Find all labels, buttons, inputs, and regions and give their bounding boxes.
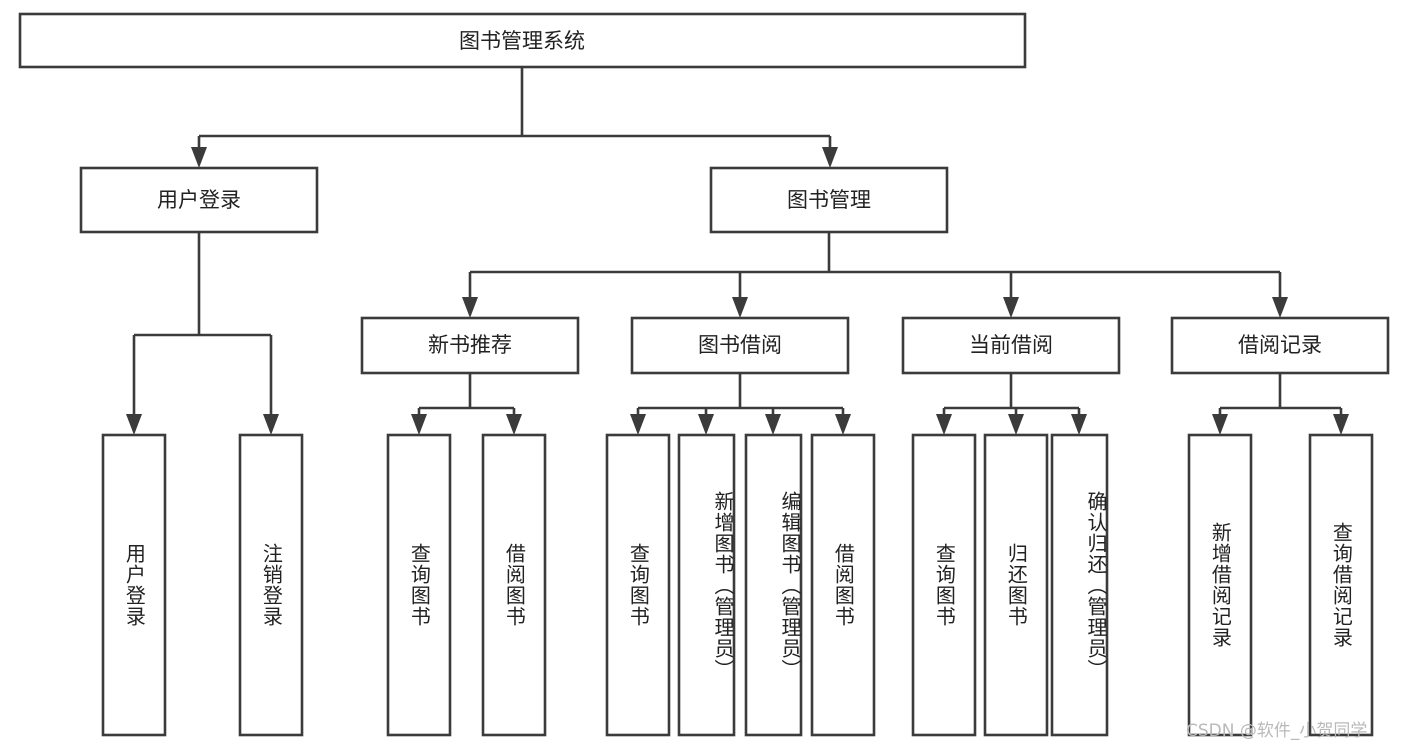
- node-borrow-record-box[interactable]: [1170, 316, 1390, 375]
- connector-root-to-level2: [191, 67, 838, 168]
- leaf-box-cb-return-book[interactable]: [983, 433, 1049, 737]
- connector-new-book-to-leaves: [411, 373, 522, 435]
- node-new-book-recommend-box[interactable]: [360, 316, 580, 375]
- leaf-box-cb-query-book[interactable]: [911, 433, 977, 737]
- node-book-management-label: 图书管理: [787, 188, 871, 212]
- node-root-label: 图书管理系统: [459, 29, 585, 53]
- connector-book-borrow-to-leaves: [630, 373, 851, 435]
- arrow-head-bb-edit: [765, 414, 781, 435]
- node-book-management-box[interactable]: [709, 166, 949, 234]
- node-new-book-recommend-label: 新书推荐: [428, 333, 512, 357]
- arrow-head-cb-query: [936, 414, 952, 435]
- arrow-head-current-borrow: [1003, 297, 1019, 318]
- leaf-box-user-login[interactable]: [101, 433, 167, 737]
- arrow-head-borrow-record: [1272, 297, 1288, 318]
- leaf-boxes: [101, 433, 1374, 737]
- arrow-head-leaf-logout: [263, 414, 279, 435]
- leaf-box-logout[interactable]: [238, 433, 304, 737]
- arrow-head-new-book: [462, 297, 478, 318]
- arrow-head-bookmgmt: [822, 147, 838, 168]
- leaf-box-br-query-record[interactable]: [1308, 433, 1374, 737]
- node-current-borrow-box[interactable]: [901, 316, 1121, 375]
- node-borrow-record[interactable]: 借阅记录: [1170, 316, 1390, 375]
- node-book-management[interactable]: 图书管理: [709, 166, 949, 234]
- node-user-login-label: 用户登录: [157, 188, 241, 212]
- leaf-box-bb-edit-book[interactable]: [744, 433, 803, 737]
- leaf-box-bb-add-book[interactable]: [677, 433, 736, 737]
- leaf-box-bb-borrow-book[interactable]: [810, 433, 876, 737]
- node-current-borrow[interactable]: 当前借阅: [901, 316, 1121, 375]
- csdn-watermark: CSDN @软件_小贺同学: [1186, 721, 1368, 741]
- node-borrow-record-label: 借阅记录: [1238, 333, 1322, 357]
- arrow-head-bb-query: [630, 414, 646, 435]
- leaf-box-nb-query-book[interactable]: [386, 433, 452, 737]
- leaf-box-br-add-record[interactable]: [1187, 433, 1253, 737]
- arrow-head-bb-borrow: [835, 414, 851, 435]
- arrow-head-cb-return: [1008, 414, 1024, 435]
- connector-current-borrow-to-leaves: [936, 373, 1087, 435]
- node-user-login[interactable]: 用户登录: [79, 166, 319, 234]
- node-book-borrow[interactable]: 图书借阅: [630, 316, 850, 375]
- connector-borrow-record-to-leaves: [1212, 373, 1349, 435]
- leaf-box-bb-query-book[interactable]: [605, 433, 671, 737]
- arrow-head-br-query: [1333, 414, 1349, 435]
- connector-bookmgmt-to-level3: [462, 232, 1288, 318]
- arrow-head-nb-query: [411, 414, 427, 435]
- arrow-head-book-borrow: [732, 297, 748, 318]
- arrow-head-login: [191, 147, 207, 168]
- node-root-box[interactable]: [18, 12, 1027, 69]
- arrow-head-br-add: [1212, 414, 1228, 435]
- leaf-box-cb-confirm-return[interactable]: [1050, 433, 1109, 737]
- node-root[interactable]: 图书管理系统: [18, 12, 1027, 69]
- node-book-borrow-box[interactable]: [630, 316, 850, 375]
- node-current-borrow-label: 当前借阅: [969, 333, 1053, 357]
- arrow-head-cb-confirm: [1071, 414, 1087, 435]
- arrow-head-leaf-user-login: [126, 414, 142, 435]
- arrow-head-bb-add: [698, 414, 714, 435]
- node-book-borrow-label: 图书借阅: [698, 333, 782, 357]
- leaf-box-nb-borrow-book[interactable]: [481, 433, 547, 737]
- connector-user-login-to-leaves: [126, 232, 279, 435]
- arrow-head-nb-borrow: [506, 414, 522, 435]
- node-new-book-recommend[interactable]: 新书推荐: [360, 316, 580, 375]
